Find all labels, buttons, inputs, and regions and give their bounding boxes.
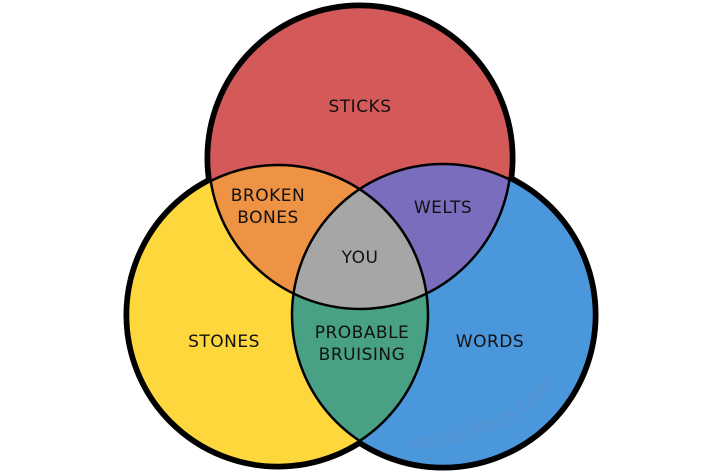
label-probable-bruising-2: BRUISING (319, 345, 406, 365)
label-stones: STONES (188, 332, 260, 352)
inner-outline (126, 5, 596, 468)
you-region (292, 165, 428, 309)
label-sticks: STICKS (329, 97, 392, 117)
label-broken-bones-2: BONES (237, 208, 299, 228)
label-words: WORDS (456, 332, 524, 352)
label-probable-bruising-1: PROBABLE (315, 323, 410, 343)
label-broken-bones-1: BROKEN (231, 186, 305, 206)
label-welts: WELTS (414, 198, 472, 218)
label-you: YOU (341, 248, 379, 268)
